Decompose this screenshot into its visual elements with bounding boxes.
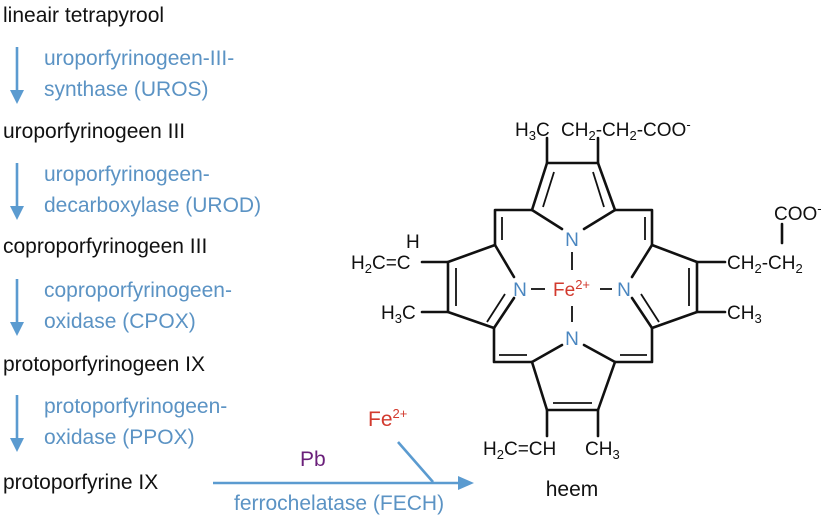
- enzyme-label-line2: synthase (UROS): [44, 78, 209, 101]
- t: -: [686, 117, 690, 132]
- compound-protoporfyrinogeen-ix: protoporfyrinogeen IX: [3, 353, 205, 376]
- t: -CH: [762, 253, 796, 274]
- bottom-vinyl: H2C=CH: [483, 439, 556, 462]
- enzyme-label-line1: coproporfyrinogeen-: [44, 279, 232, 302]
- right-methyl: CH3: [727, 303, 762, 326]
- t: 3: [395, 311, 402, 326]
- t: CH: [727, 253, 754, 274]
- t: 3: [754, 311, 761, 326]
- t: 2: [365, 261, 372, 276]
- t: H: [351, 253, 365, 274]
- nitrogen-bottom: N: [565, 329, 579, 350]
- top-methyl: H3C: [515, 120, 550, 143]
- nitrogen-right: N: [617, 280, 631, 301]
- t: H: [483, 439, 497, 460]
- iron-center: Fe2+: [553, 277, 590, 301]
- iron-charge: 2+: [575, 277, 590, 292]
- bottom-methyl: CH3: [585, 439, 620, 462]
- enzyme-fech: ferrochelatase (FECH): [234, 492, 444, 515]
- nitrogen-left: N: [513, 280, 527, 301]
- down-arrow-icon: [10, 47, 24, 104]
- compound-uroporfyrinogeen-iii: uroporfyrinogeen III: [3, 120, 185, 143]
- down-arrow-icon: [10, 395, 24, 452]
- t: -COO: [637, 120, 687, 141]
- enzyme-cpox: coproporfyrinogeen- oxidase (CPOX): [44, 279, 232, 333]
- compound-protoporfyrine-ix: protoporfyrine IX: [3, 471, 158, 494]
- lead-inhibitor: Pb: [300, 448, 326, 471]
- t: 2: [588, 128, 595, 143]
- t: H: [381, 303, 395, 324]
- down-arrow-icon: [10, 163, 24, 220]
- compound-lineair-tetrapyrool: lineair tetrapyrool: [3, 4, 164, 27]
- nitrogen-top: N: [565, 230, 579, 251]
- iron-symbol: Fe: [553, 280, 575, 301]
- t: H: [515, 120, 529, 141]
- t: 2: [754, 261, 761, 276]
- down-arrow-icon: [10, 279, 24, 336]
- t: CH: [727, 303, 754, 324]
- left-vinyl: H2C=C: [351, 253, 411, 276]
- enzyme-label-line2: oxidase (CPOX): [44, 310, 196, 333]
- t: 3: [529, 128, 536, 143]
- heme-label: heem: [546, 478, 599, 501]
- enzyme-label-line2: decarboxylase (UROD): [44, 194, 261, 217]
- iron-cofactor-charge: 2+: [393, 406, 408, 421]
- enzyme-ppox: protoporfyrinogeen- oxidase (PPOX): [44, 395, 227, 449]
- t: -: [817, 201, 821, 216]
- enzyme-urod: uroporfyrinogeen- decarboxylase (UROD): [44, 163, 261, 217]
- t: 3: [612, 447, 619, 462]
- ferrochelatase-arrow-icon: [213, 441, 474, 490]
- right-chain: CH2-CH2: [727, 253, 803, 276]
- right-carboxylate: COO-: [774, 201, 822, 225]
- t: C=CH: [504, 439, 556, 460]
- top-propionate: CH2-CH2-COO-: [561, 117, 691, 143]
- enzyme-label-line2: oxidase (PPOX): [44, 426, 195, 449]
- enzyme-label-line1: protoporfyrinogeen-: [44, 395, 227, 418]
- t: CH: [585, 439, 612, 460]
- compound-coproporfyrinogeen-iii: coproporfyrinogeen III: [3, 235, 207, 258]
- t: CH: [561, 120, 588, 141]
- heme-structure: N N N N Fe2+ H3C CH2-CH2-COO- H H2C=C H3…: [351, 117, 822, 462]
- iron-cofactor-symbol: Fe: [368, 408, 393, 431]
- t: 2: [497, 447, 504, 462]
- t: 2: [795, 261, 802, 276]
- t: -CH: [596, 120, 630, 141]
- t: COO: [774, 204, 817, 225]
- enzyme-uros: uroporfyrinogeen-III- synthase (UROS): [44, 47, 234, 101]
- t: 2: [629, 128, 636, 143]
- left-methyl: H3C: [381, 303, 416, 326]
- iron-cofactor: Fe2+: [368, 406, 407, 431]
- enzyme-label-line1: uroporfyrinogeen-III-: [44, 47, 234, 70]
- t: C: [536, 120, 550, 141]
- enzyme-label-line1: uroporfyrinogeen-: [44, 163, 210, 186]
- t: C=C: [372, 253, 411, 274]
- t: C: [402, 303, 416, 324]
- vinyl-h: H: [406, 232, 420, 253]
